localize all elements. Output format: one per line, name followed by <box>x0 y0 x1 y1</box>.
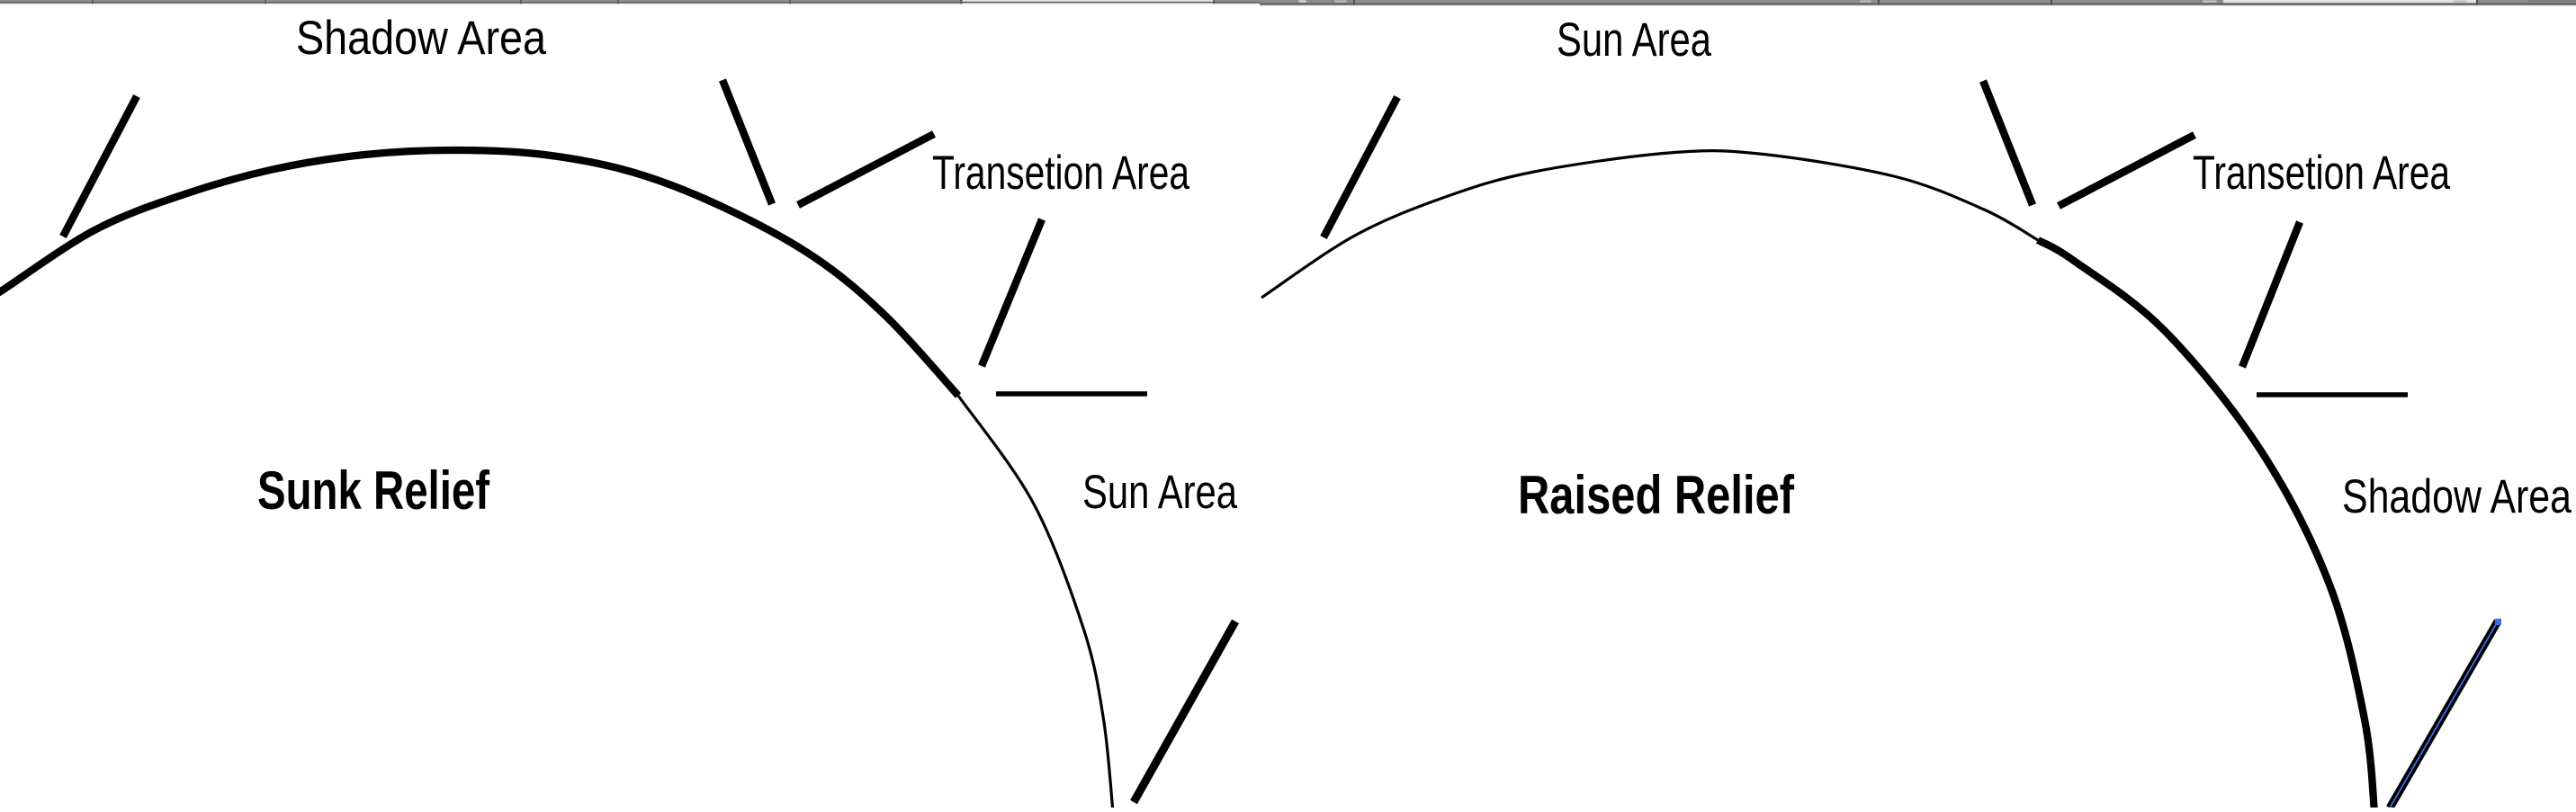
svg-text:Shadow Area: Shadow Area <box>296 12 546 65</box>
svg-text:Transetion Area: Transetion Area <box>2193 147 2450 200</box>
svg-text:Sun Area: Sun Area <box>1557 13 1711 67</box>
svg-text:Sun Area: Sun Area <box>1082 466 1237 519</box>
svg-text:Raised Relief: Raised Relief <box>1518 465 1795 525</box>
svg-text:Sunk Relief: Sunk Relief <box>257 460 490 521</box>
svg-text:Transetion Area: Transetion Area <box>932 147 1189 200</box>
svg-text:Shadow Area: Shadow Area <box>2342 470 2572 523</box>
